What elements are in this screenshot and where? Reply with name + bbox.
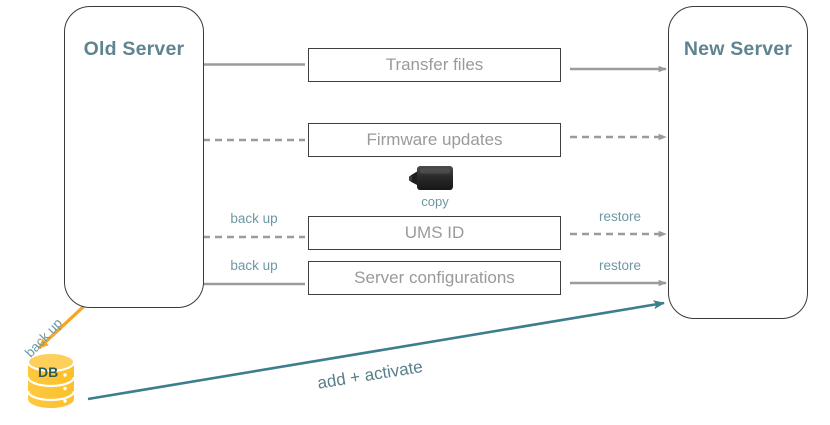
transfer-box-server-configurations[interactable]: Server configurations [308,261,561,295]
old-server-title: Old Server [83,38,185,60]
usb-copy-label: copy [421,194,449,209]
left-connectors [203,63,305,286]
label-backup-ums-id: back up [230,211,278,226]
database-cylinder-icon [26,352,76,408]
db-label: DB [38,364,59,380]
label-restore-server-configurations: restore [598,258,642,273]
label-restore-ums-id: restore [598,209,642,224]
right-connectors [570,65,667,287]
old-server-panel[interactable] [64,6,204,308]
new-server-title: New Server [683,38,793,60]
label-backup-server-configurations: back up [230,258,278,273]
db-backup-label: back up [22,315,66,361]
transfer-box-transfer-files[interactable]: Transfer files [308,48,561,82]
transfer-box-firmware-updates[interactable]: Firmware updates [308,123,561,157]
add-activate-arrow [87,300,665,401]
usb-flash-drive-icon [409,166,453,190]
transfer-box-ums-id[interactable]: UMS ID [308,216,561,250]
new-server-panel[interactable] [668,6,808,319]
add-activate-label: add + activate [316,357,424,393]
